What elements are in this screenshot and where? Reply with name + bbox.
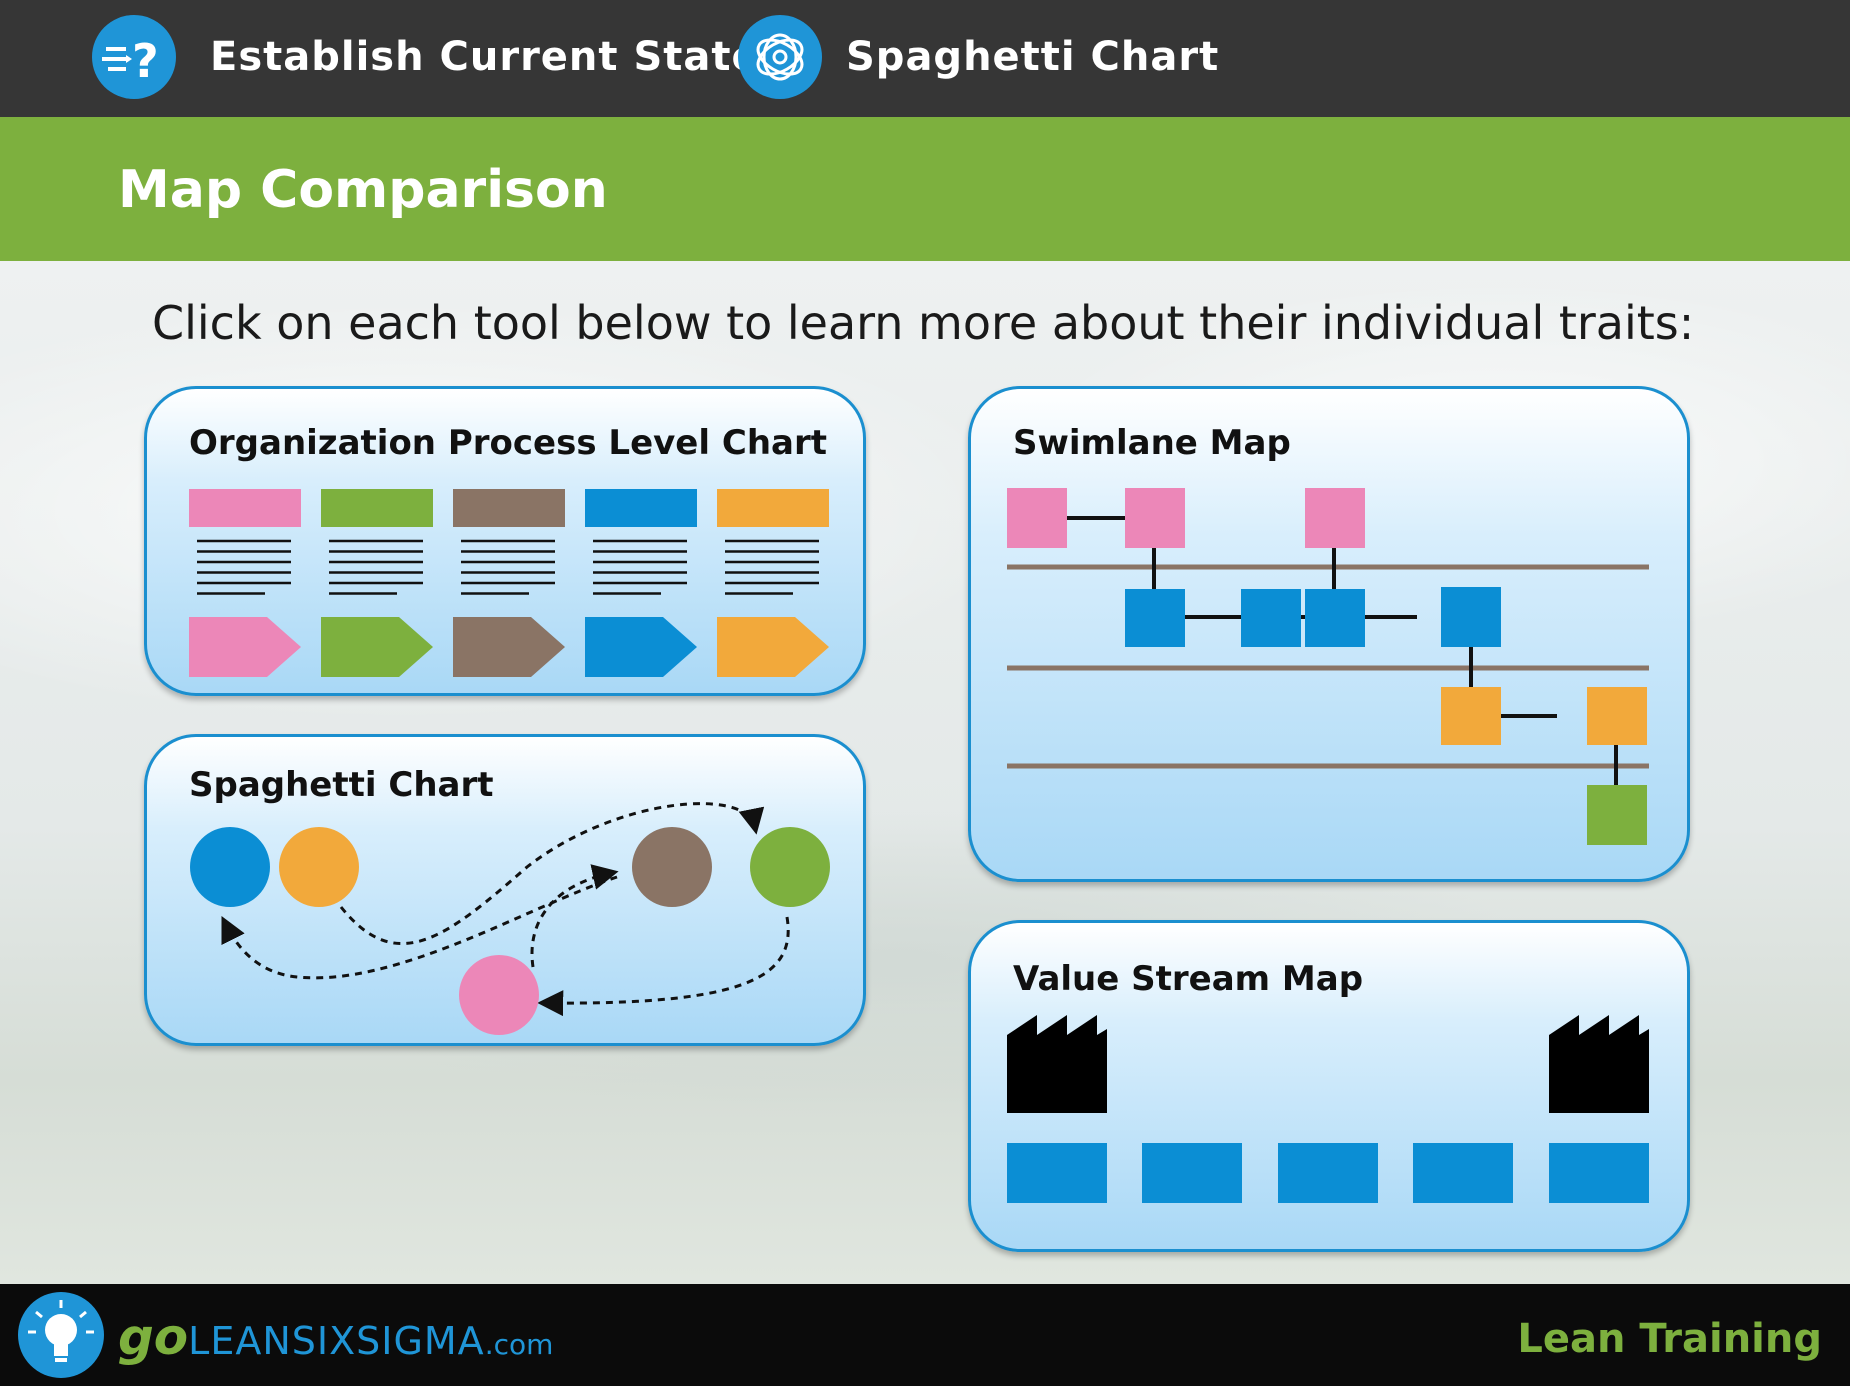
spaghetti-illustration — [190, 802, 830, 1035]
brand-logo[interactable]: goLEANSIXSIGMA.com — [118, 1308, 553, 1366]
value-stream-map-card[interactable]: Value Stream Map — [968, 920, 1690, 1252]
logo-suffix: .com — [484, 1328, 554, 1361]
svg-text:?: ? — [132, 34, 159, 88]
process-arrow — [321, 617, 433, 677]
node-blue — [190, 827, 270, 907]
breadcrumb-establish-current-state: Establish Current State — [210, 34, 760, 80]
vsm-illustration — [1007, 1015, 1649, 1203]
card-title: Spaghetti Chart — [189, 765, 494, 805]
card-title: Organization Process Level Chart — [189, 423, 827, 463]
logo-main: LEANSIXSIGMA — [188, 1319, 485, 1363]
process-arrow — [585, 617, 697, 677]
footer-tagline: Lean Training — [1517, 1316, 1822, 1362]
org-process-level-chart-card[interactable]: Organization Process Level Chart — [144, 386, 866, 696]
spaghetti-loop-icon — [738, 15, 822, 99]
factory-icon — [1007, 1015, 1107, 1113]
breadcrumb-spaghetti-chart: Spaghetti Chart — [846, 34, 1220, 80]
node-pink — [459, 955, 539, 1035]
process-arrow — [189, 617, 301, 677]
node-green — [750, 827, 830, 907]
card-title: Value Stream Map — [1013, 959, 1364, 999]
section-bar — [0, 117, 1850, 261]
column-header-block — [585, 489, 697, 527]
footer-bar: goLEANSIXSIGMA.com Lean Training — [0, 1284, 1850, 1386]
top-header: ? Establish Current State Spaghetti Char… — [0, 0, 1850, 117]
spaghetti-chart-card[interactable]: Spaghetti Chart — [144, 734, 866, 1046]
node-brown — [632, 827, 712, 907]
card-title: Swimlane Map — [1013, 423, 1291, 463]
instruction-text: Click on each tool below to learn more a… — [152, 296, 1695, 350]
node-orange — [279, 827, 359, 907]
column-header-block — [453, 489, 565, 527]
column-header-block — [321, 489, 433, 527]
page-title: Map Comparison — [118, 160, 608, 220]
swimlane-map-card[interactable]: Swimlane Map — [968, 386, 1690, 882]
lightbulb-icon — [18, 1292, 104, 1378]
column-header-block — [717, 489, 829, 527]
swimlane-illustration — [1007, 488, 1649, 845]
column-header-block — [189, 489, 301, 527]
org-chart-illustration — [189, 489, 829, 677]
factory-icon — [1549, 1015, 1649, 1113]
process-arrow — [717, 617, 829, 677]
question-flow-icon: ? — [92, 15, 176, 99]
logo-go: go — [118, 1308, 189, 1366]
process-arrow — [453, 617, 565, 677]
